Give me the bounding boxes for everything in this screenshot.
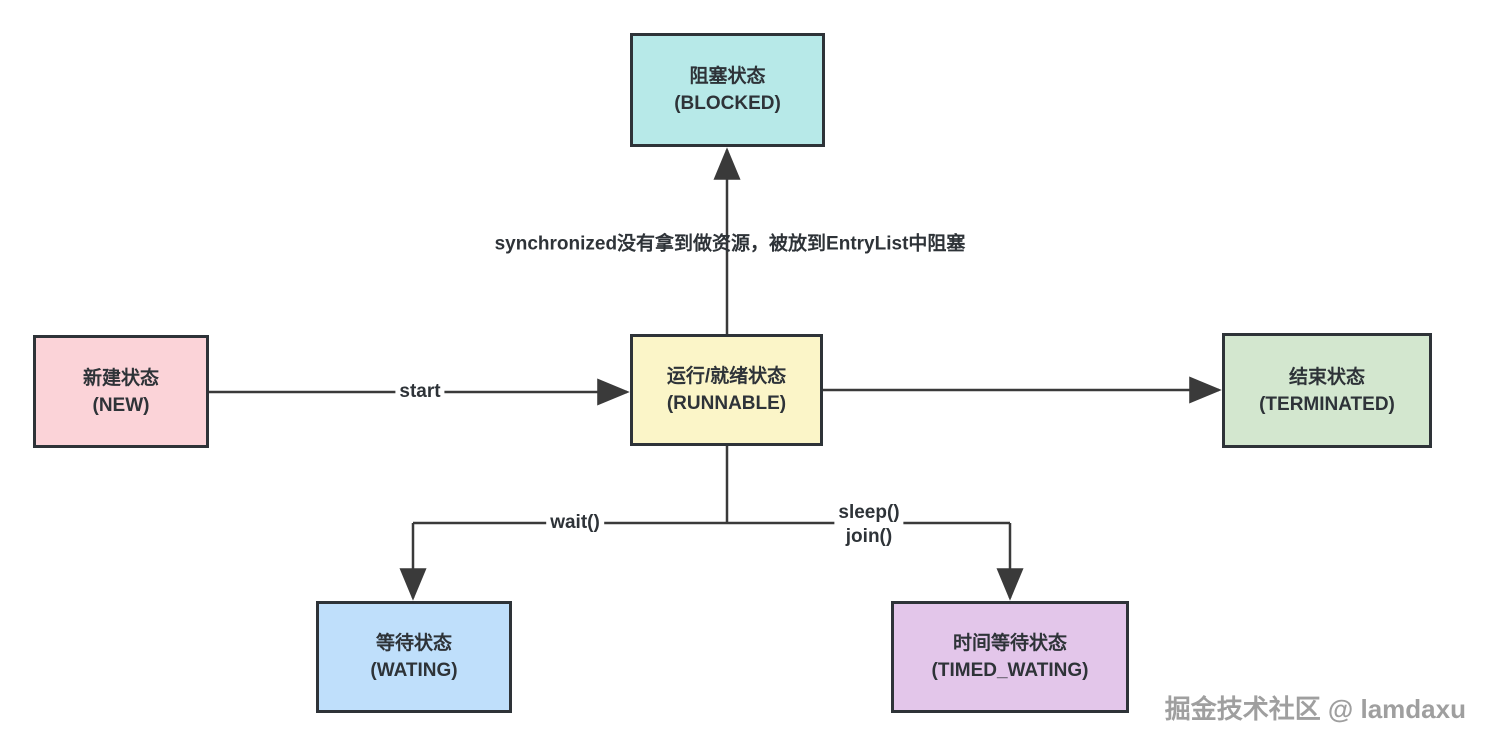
node-new-subtitle: (NEW) [92,394,150,416]
edge-label-sleep-join: sleep() join() [834,501,904,549]
node-runnable-subtitle: (RUNNABLE) [666,393,787,414]
node-terminated-title: 结束状态 [1288,366,1365,388]
node-blocked-title: 阻塞状态 [689,66,766,87]
node-terminated: 结束状态 (TERMINATED) [1222,333,1432,448]
node-timed-waiting-title: 时间等待状态 [952,633,1067,654]
node-new-title: 新建状态 [82,367,159,389]
node-waiting-title: 等待状态 [375,633,452,654]
node-timed-waiting: 时间等待状态 (TIMED_WATING) [891,601,1129,713]
edge-label-wait: wait() [546,512,604,534]
edge-label-join: join() [845,526,893,547]
node-runnable-title: 运行/就绪状态 [666,366,787,387]
node-blocked: 阻塞状态 (BLOCKED) [630,33,825,147]
node-timed-waiting-subtitle: (TIMED_WATING) [931,660,1089,681]
node-terminated-subtitle: (TERMINATED) [1259,393,1395,415]
edge-label-sleep: sleep() [838,502,900,523]
node-waiting: 等待状态 (WATING) [316,601,512,713]
node-new: 新建状态 (NEW) [33,335,209,448]
node-runnable: 运行/就绪状态 (RUNNABLE) [630,334,823,446]
node-waiting-subtitle: (WATING) [370,660,458,681]
edge-label-start: start [395,381,445,403]
edge-label-synchronized: synchronized没有拿到做资源，被放到EntryList中阻塞 [494,233,966,255]
node-blocked-subtitle: (BLOCKED) [674,93,781,114]
watermark: 掘金技术社区 @ lamdaxu [1164,694,1466,724]
